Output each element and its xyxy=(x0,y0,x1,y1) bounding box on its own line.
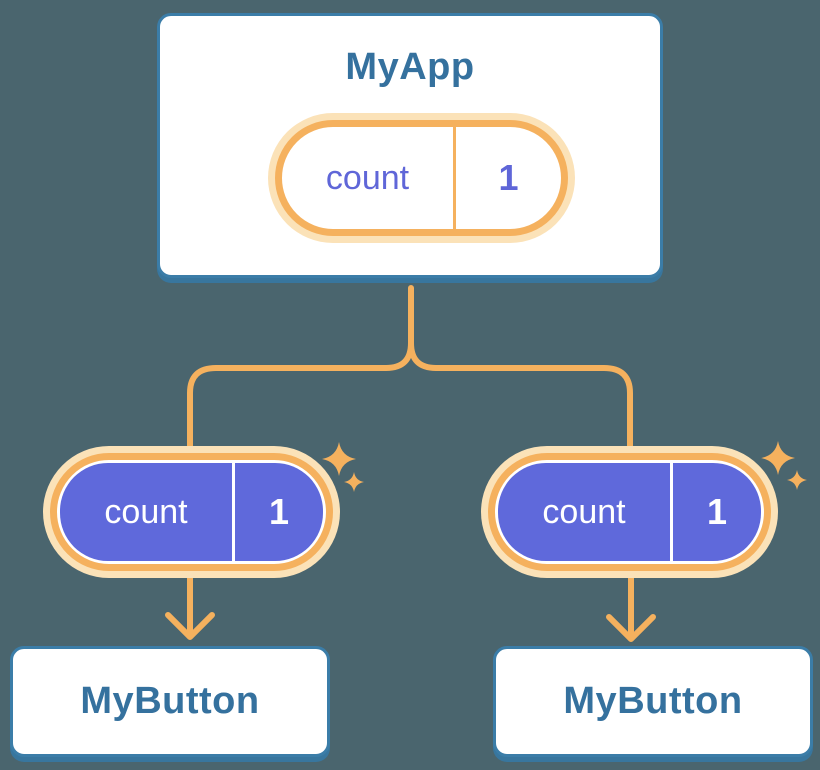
state-name: count xyxy=(325,158,410,197)
arrow-down-icon xyxy=(165,573,215,640)
child-component-card-left: MyButton xyxy=(10,646,330,757)
prop-name: count xyxy=(542,492,626,531)
prop-pill-right: count 1 xyxy=(488,453,771,571)
prop-pill-left: count 1 xyxy=(50,453,333,571)
prop-value: 1 xyxy=(232,463,323,561)
state-value: 1 xyxy=(453,127,561,229)
child-component-title: MyButton xyxy=(563,680,743,722)
prop-pill-body: count 1 xyxy=(60,463,323,561)
root-component-title: MyApp xyxy=(345,46,475,88)
state-pill: count 1 xyxy=(275,120,568,236)
sparkle-icon xyxy=(761,441,807,490)
tree-connector-lines xyxy=(187,285,633,452)
prop-pill-body: count 1 xyxy=(498,463,761,561)
child-component-title: MyButton xyxy=(80,680,260,722)
sparkle-icon xyxy=(322,442,364,492)
arrow-down-icon xyxy=(606,575,656,642)
prop-name: count xyxy=(104,492,188,531)
prop-value: 1 xyxy=(670,463,761,561)
child-component-card-right: MyButton xyxy=(493,646,813,757)
